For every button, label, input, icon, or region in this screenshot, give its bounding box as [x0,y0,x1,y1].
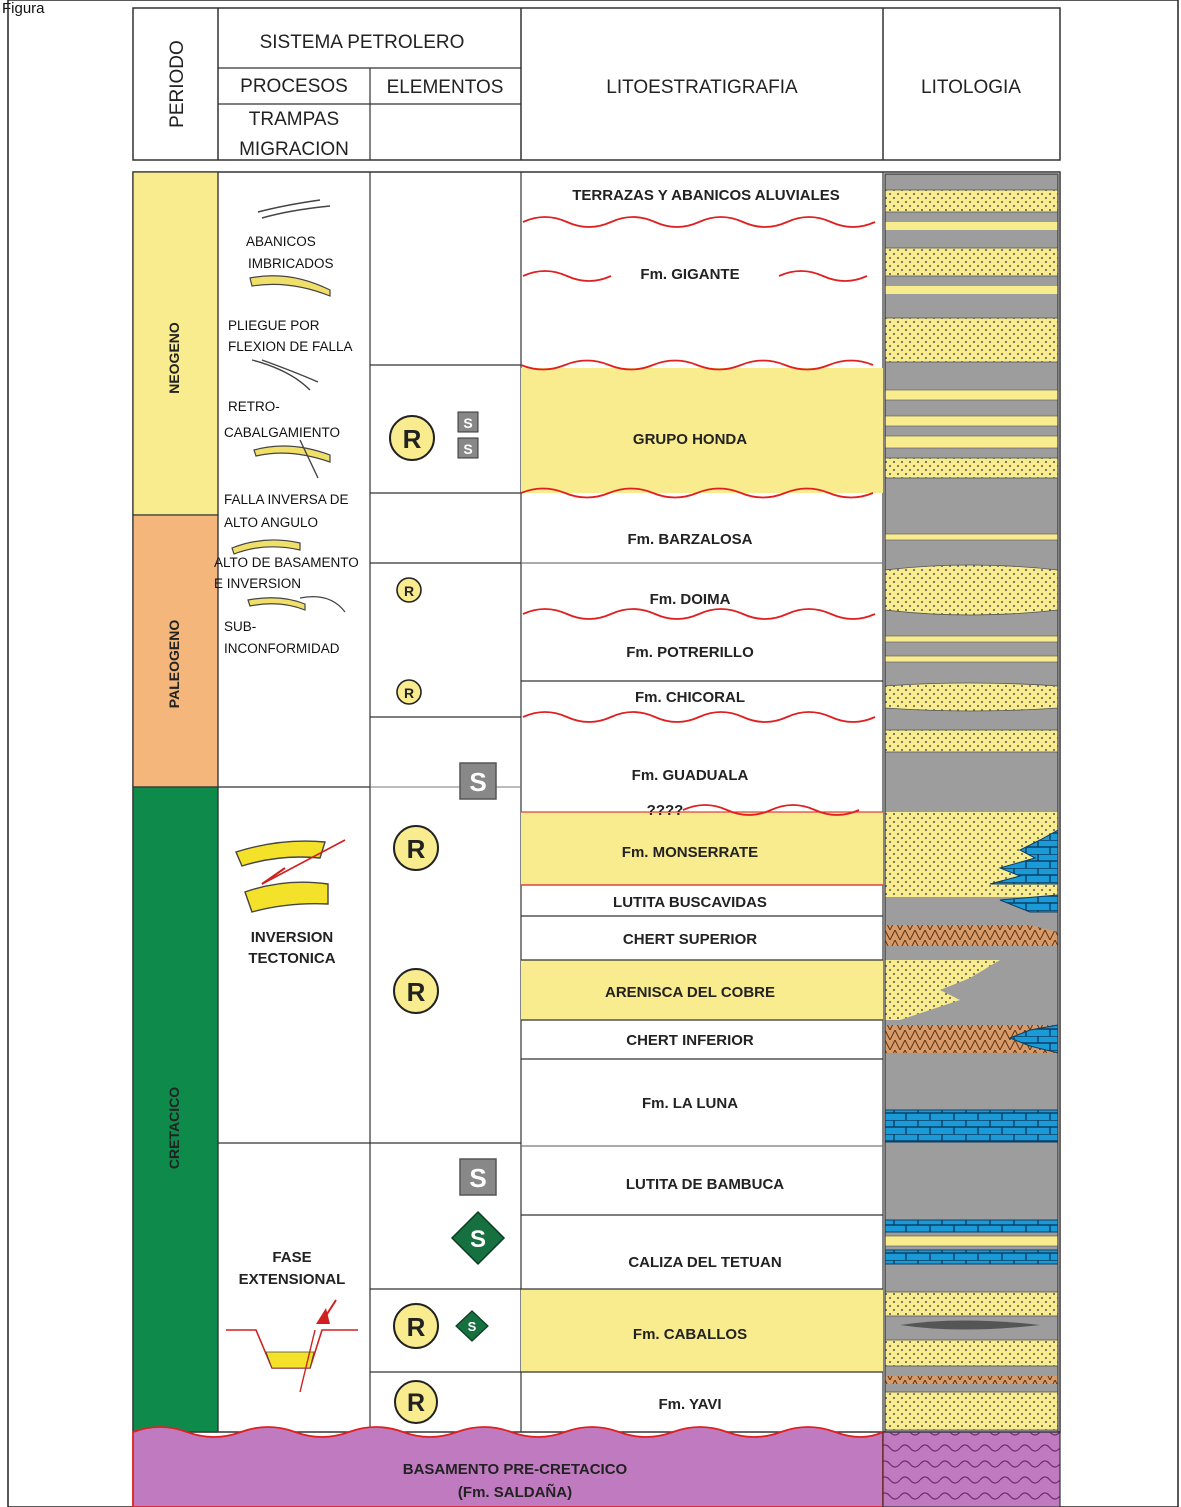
unit-honda: GRUPO HONDA [633,431,747,448]
unit-chert-superior: CHERT SUPERIOR [623,931,757,948]
reservoir-label: R [407,834,426,864]
source-label: S [470,1226,486,1253]
unit-la-luna: Fm. LA LUNA [642,1095,738,1112]
unit-tetuan: CALIZA DEL TETUAN [628,1254,781,1271]
trap-alto-1: ALTO DE BASAMENTO [214,555,359,570]
trap-inversion-1: INVERSION [251,929,334,946]
seal-label: S [463,415,472,431]
unit-terrazas: TERRAZAS Y ABANICOS ALUVIALES [572,187,840,204]
basement-litho [883,1432,1060,1507]
header-periodo: PERIODO [167,40,188,128]
seal-label: S [469,767,486,797]
reservoir-label: R [407,977,426,1007]
reservoir-label: R [403,424,422,454]
trap-retro-2: CABALGAMIENTO [224,425,340,440]
trap-falla-2: ALTO ANGULO [224,515,318,530]
reservoir-label: R [407,1312,426,1342]
unit-gigante: Fm. GIGANTE [640,266,739,283]
trap-retro-1: RETRO- [228,399,280,414]
reservoir-label: R [404,583,414,599]
trap-pliegue-1: PLIEGUE POR [228,318,320,333]
unit-buscavidas: LUTITA BUSCAVIDAS [613,894,767,911]
header-elementos: ELEMENTOS [387,77,504,98]
basement-label-1: BASAMENTO PRE-CRETACICO [403,1461,628,1478]
seal-label: S [463,441,472,457]
trap-sub-2: INCONFORMIDAD [224,641,340,656]
trap-inversion-2: TECTONICA [248,950,335,967]
header-trampas: TRAMPAS [249,109,339,130]
unit-chicoral: Fm. CHICORAL [635,689,745,706]
reservoir-label: R [407,1389,425,1417]
header-litologia: LITOLOGIA [921,77,1021,98]
header-sistema: SISTEMA PETROLERO [260,32,465,53]
trap-abanicos-2: IMBRICADOS [248,256,334,271]
trap-alto-2: E INVERSION [214,576,301,591]
unit-monserrate: Fm. MONSERRATE [622,844,758,861]
basement: BASAMENTO PRE-CRETACICO (Fm. SALDAÑA) [133,1427,1060,1507]
unit-bambuca: LUTITA DE BAMBUCA [626,1176,784,1193]
unit-doima: Fm. DOIMA [650,591,731,608]
reservoir-label: R [404,685,414,701]
period-cretacico: CRETACICO [166,1087,182,1169]
unit-chert-inferior: CHERT INFERIOR [626,1032,754,1049]
unit-guaduala: Fm. GUADUALA [632,767,749,784]
unit-yavi: Fm. YAVI [658,1396,721,1413]
unit-caballos: Fm. CABALLOS [633,1326,747,1343]
trap-fase-1: FASE [272,1249,311,1266]
header-migracion: MIGRACION [239,139,349,160]
period-neogeno: NEOGENO [166,322,182,394]
header: PERIODO SISTEMA PETROLERO PROCESOS ELEME… [133,8,1060,160]
trap-pliegue-2: FLEXION DE FALLA [228,339,353,354]
header-procesos: PROCESOS [240,76,348,97]
trap-sub-1: SUB- [224,619,256,634]
seal-label: S [469,1163,486,1193]
trap-falla-1: FALLA INVERSA DE [224,492,349,507]
period-paleogeno: PALEOGENO [166,620,182,709]
basement-label-2: (Fm. SALDAÑA) [458,1483,572,1501]
trap-fase-2: EXTENSIONAL [239,1271,346,1288]
trap-abanicos-1: ABANICOS [246,234,316,249]
unit-barzalosa: Fm. BARZALOSA [628,531,753,548]
header-litoestratigrafia: LITOESTRATIGRAFIA [606,77,798,98]
unit-unknown: ???? [647,802,684,819]
lithology-column [885,174,1058,1432]
unit-potrerillo: Fm. POTRERILLO [626,644,754,661]
source-label: S [468,1319,477,1334]
unit-arenisca-cobre: ARENISCA DEL COBRE [605,984,775,1001]
